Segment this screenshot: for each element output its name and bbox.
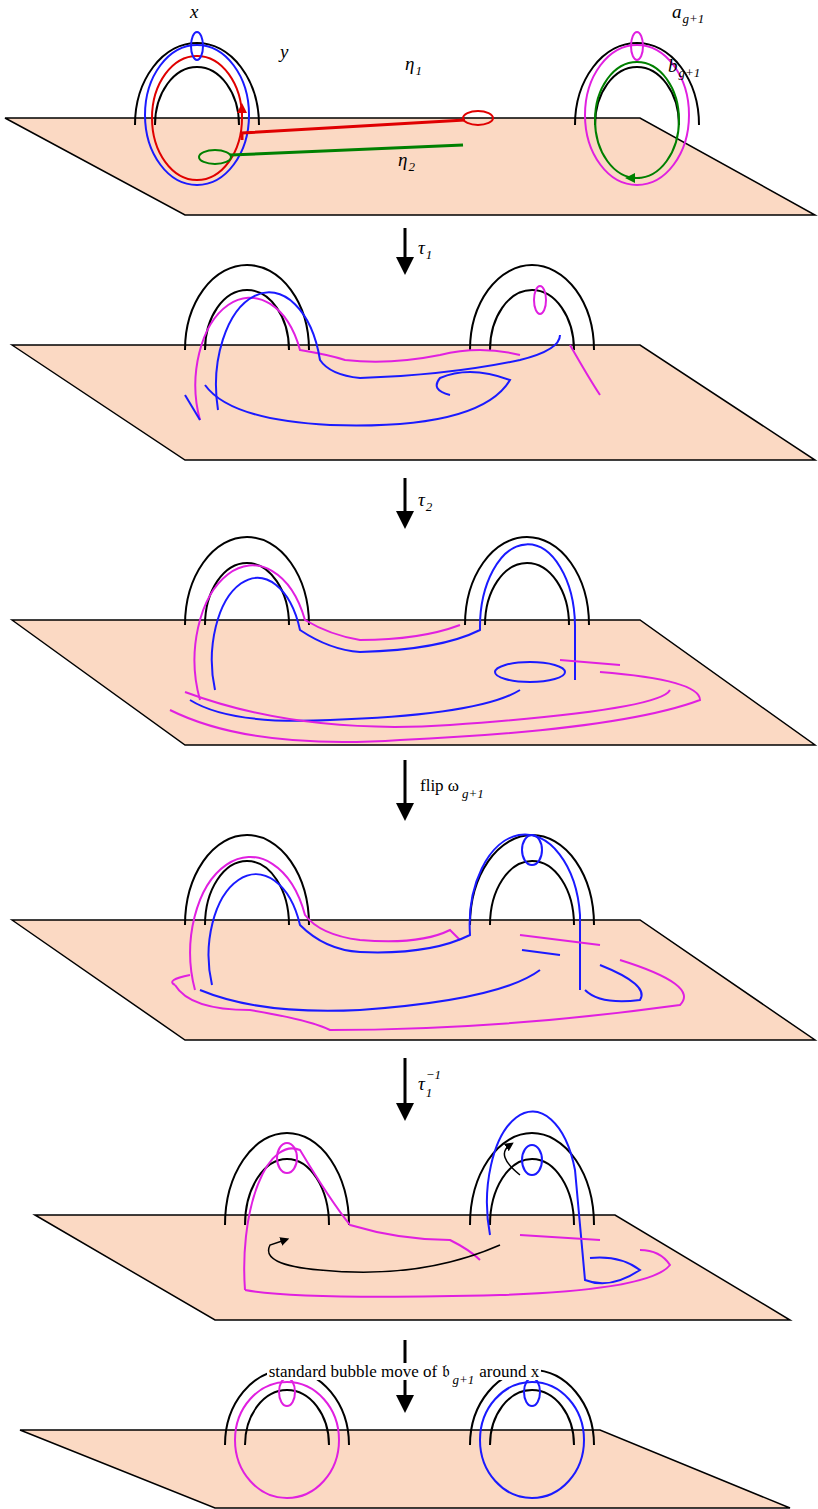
map-label: flip ω [418,777,461,794]
subscript: g+1 [679,66,701,79]
map-label: τ [418,1074,425,1093]
map-label: τ [418,238,425,257]
subscript: 1 [426,1086,433,1099]
move-label: standard bubble move of 𝔟 [267,1363,452,1380]
curve-label: x [190,2,198,21]
map-label: τ [418,490,425,509]
subscript: g+1 [462,787,484,800]
arc-label: η [398,150,407,169]
move-label: around x [477,1363,541,1380]
subscript: g+1 [683,12,705,25]
curve-label: y [280,42,288,61]
subscript: 1 [415,64,422,77]
curve-label: a [672,2,682,21]
subscript: 2 [426,500,433,513]
curve-label: b [668,56,678,75]
arc-label: η [405,54,414,73]
superscript: −1 [426,1068,441,1081]
subscript: 1 [426,248,433,261]
subscript: 2 [408,160,415,173]
subscript: g+1 [453,1373,475,1386]
